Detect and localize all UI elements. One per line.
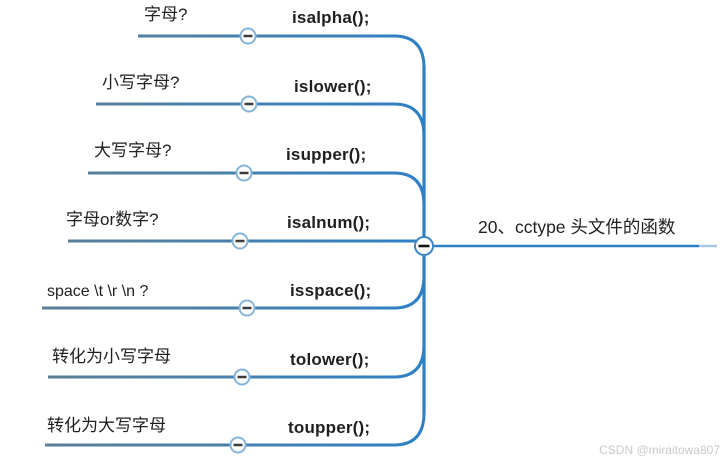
branch-label-isspace[interactable]: space \t \r \n ? [47, 283, 149, 300]
collapse-toggle-isalpha[interactable] [239, 27, 257, 45]
branch-wire-isupper [88, 171, 426, 206]
branch-label-isalpha[interactable]: 字母? [144, 5, 188, 24]
collapse-toggle-isupper[interactable] [235, 164, 253, 182]
branch-function-isalnum[interactable]: isalnum(); [287, 213, 371, 232]
branch-function-toupper[interactable]: toupper(); [288, 418, 371, 437]
watermark: CSDN @miraitowa807 [599, 443, 720, 457]
branch-function-isupper[interactable]: isupper(); [286, 145, 367, 164]
branch-function-isalpha[interactable]: isalpha(); [292, 8, 370, 27]
branch-label-islower[interactable]: 小写字母? [102, 73, 180, 92]
collapse-toggle-tolower[interactable] [233, 368, 251, 386]
branch-function-isspace[interactable]: isspace(); [290, 281, 372, 300]
branch-wire-islower [96, 102, 426, 137]
root-topic[interactable]: 20、cctype 头文件的函数 [478, 217, 676, 237]
branch-label-tolower[interactable]: 转化为小写字母 [52, 347, 171, 366]
branch-wire-toupper [45, 412, 426, 447]
branch-function-tolower[interactable]: tolower(); [290, 350, 370, 369]
branch-label-isupper[interactable]: 大写字母? [94, 141, 172, 160]
collapse-toggle-toupper[interactable] [229, 436, 247, 454]
collapse-toggle-isalnum[interactable] [231, 232, 249, 250]
branch-function-islower[interactable]: islower(); [294, 77, 372, 96]
branch-wire-isalpha [138, 34, 426, 69]
collapse-toggle-root[interactable] [414, 236, 434, 256]
collapse-toggle-isspace[interactable] [238, 299, 256, 317]
branch-label-toupper[interactable]: 转化为大写字母 [47, 416, 166, 435]
collapse-toggle-islower[interactable] [240, 95, 258, 113]
branch-label-isalnum[interactable]: 字母or数字? [66, 210, 159, 229]
